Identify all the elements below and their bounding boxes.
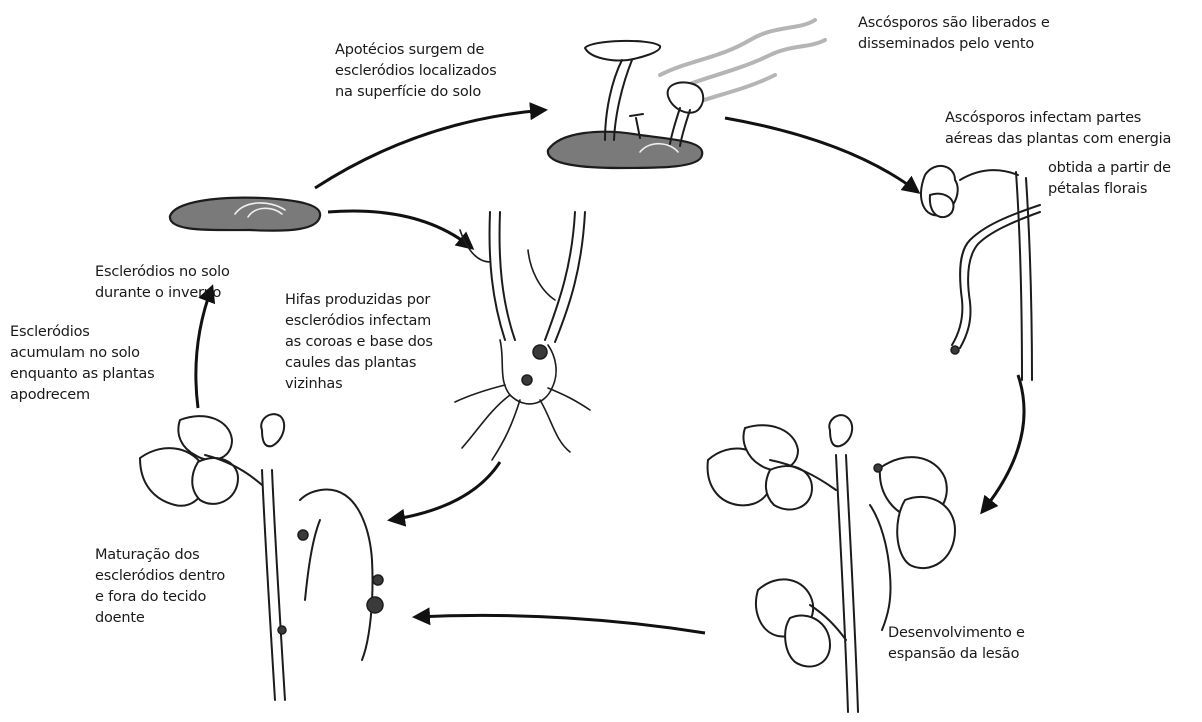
flower-infection-illustration bbox=[921, 166, 1040, 380]
hyphae-roots-illustration bbox=[455, 212, 590, 460]
arrow-hyphae-to-maturation bbox=[390, 462, 500, 520]
arrow-sclerotia-to-hyphae bbox=[328, 211, 472, 248]
sclerotium-illustration bbox=[170, 198, 320, 231]
arrow-sclerotia-to-apothecia bbox=[315, 110, 545, 188]
arrow-maturation-to-sclerotia bbox=[196, 287, 212, 408]
label-ascospores-released: Ascósporos são liberados e disseminados … bbox=[858, 13, 1050, 55]
label-ascospores-infect: Ascósporos infectam partes aéreas das pl… bbox=[945, 108, 1171, 150]
arrow-infection-to-lesion bbox=[982, 375, 1024, 512]
infected-plant-illustration bbox=[708, 415, 955, 712]
label-sclerotia-accumulate: Escleródios acumulam no solo enquanto as… bbox=[10, 322, 154, 406]
arrow-apothecia-to-infection bbox=[725, 118, 918, 192]
label-lesion: Desenvolvimento e espansão da lesão bbox=[888, 623, 1025, 665]
label-sclerotia-winter: Escleródios no solo durante o inverno bbox=[95, 262, 230, 304]
label-ascospores-infect-petals: obtida a partir de pétalas florais bbox=[1048, 158, 1171, 200]
label-apothecia: Apotécios surgem de escleródios localiza… bbox=[335, 40, 497, 103]
label-hyphae: Hifas produzidas por escleródios infecta… bbox=[285, 290, 433, 395]
arrow-lesion-to-maturation bbox=[415, 615, 705, 633]
apothecia-illustration bbox=[548, 20, 825, 168]
label-maturation: Maturação dos escleródios dentro e fora … bbox=[95, 545, 225, 629]
